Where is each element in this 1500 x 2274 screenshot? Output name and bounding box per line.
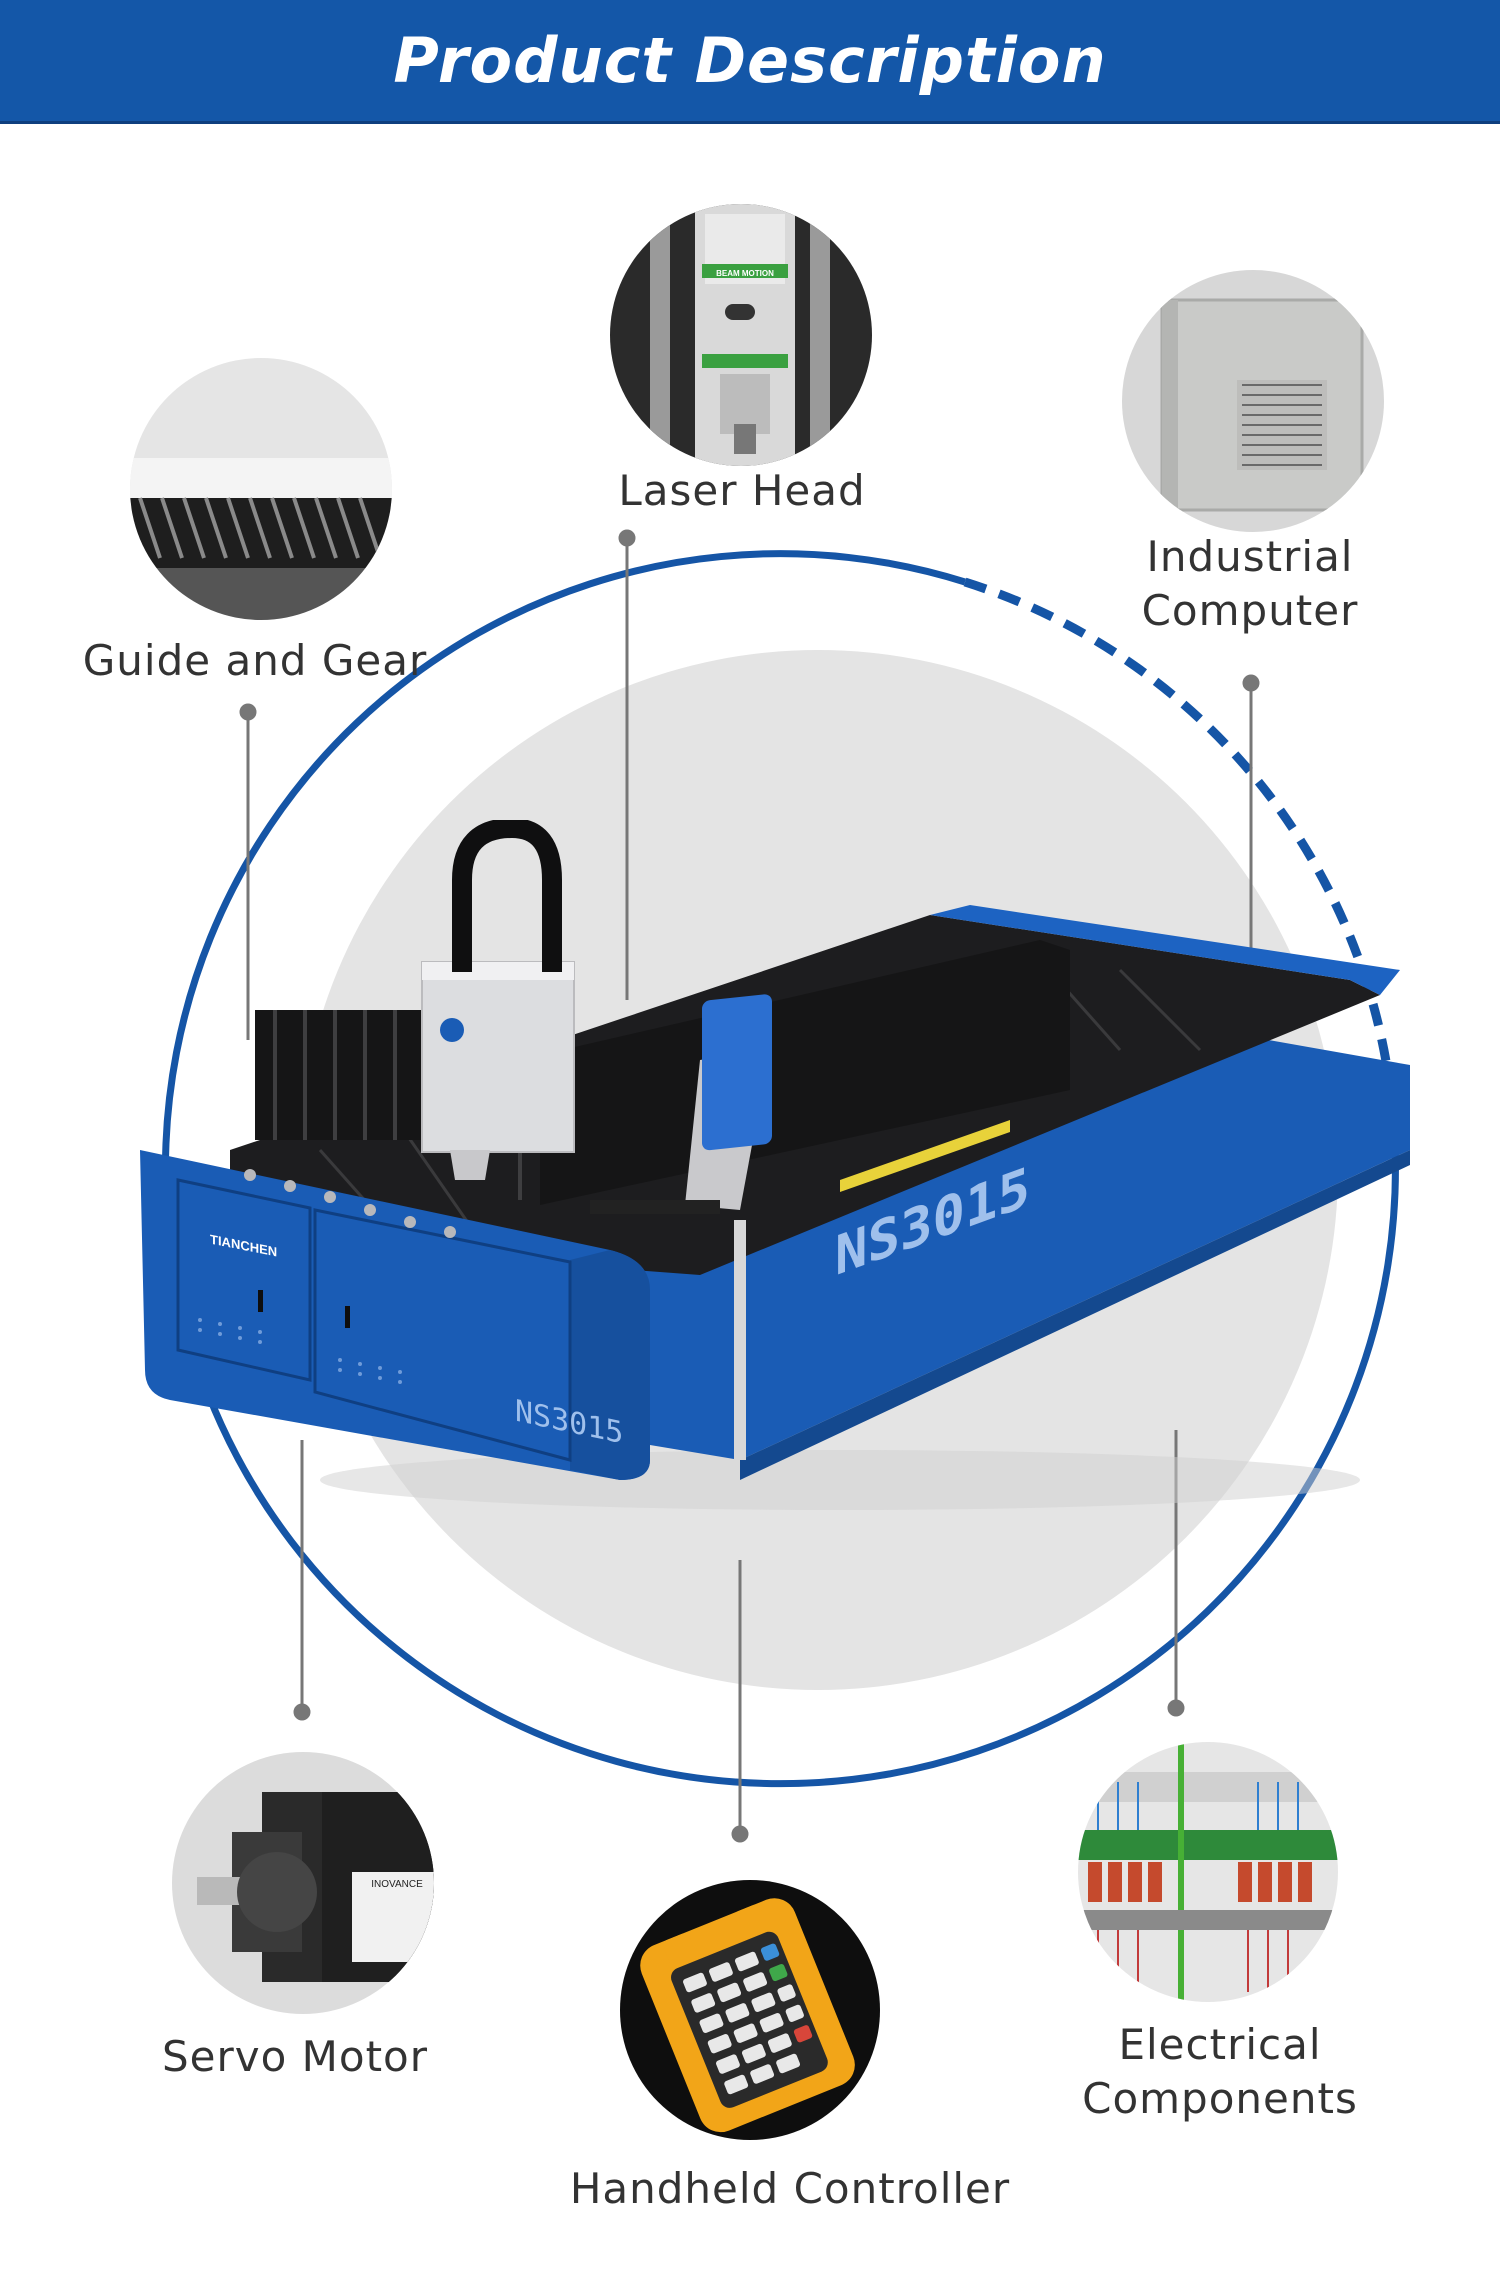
label-industrial-computer: Industrial Computer bbox=[1110, 530, 1390, 638]
label-industrial-computer-line-2: Computer bbox=[1141, 585, 1359, 635]
remote-controller-photo bbox=[620, 1880, 880, 2140]
label-servo-motor: Servo Motor bbox=[161, 2032, 429, 2081]
machine-illustration bbox=[140, 817, 1410, 1510]
label-handheld-controller: Handheld Controller bbox=[569, 2164, 1011, 2213]
laser-head-photo-text: BEAM MOTION bbox=[716, 269, 774, 278]
blue-ring-arc bbox=[161, 550, 1399, 1788]
blue-ring-dashed-arc bbox=[963, 577, 1400, 1146]
leader-dot-laser-head bbox=[618, 529, 636, 547]
label-guide-gear: Guide and Gear bbox=[82, 636, 428, 685]
electrical-panel-photo bbox=[1078, 1742, 1338, 2002]
servo-motor-photo-text: INOVANCE bbox=[371, 1879, 423, 1890]
leader-dot-electrical-components bbox=[1167, 1699, 1185, 1717]
laser-cutting-machine: TIANCHEN NS3015 NS3015 bbox=[140, 817, 1420, 1524]
label-electrical-components-line-1: Electrical bbox=[1118, 2020, 1322, 2069]
leader-dot-industrial-computer bbox=[1242, 674, 1260, 692]
header-banner: Product Description bbox=[0, 0, 1500, 124]
leader-dot-guide-gear bbox=[239, 703, 257, 721]
industrial-computer-photo bbox=[1122, 270, 1384, 532]
guide-rack-photo bbox=[130, 358, 392, 620]
label-electrical-components-line-2: Components bbox=[1082, 2073, 1358, 2123]
leader-dot-handheld-controller bbox=[731, 1825, 749, 1843]
label-electrical-components: Electrical Components bbox=[1060, 2018, 1380, 2126]
leader-dot-servo-motor bbox=[293, 1703, 311, 1721]
label-industrial-computer-line-1: Industrial bbox=[1146, 532, 1354, 581]
label-laser-head: Laser Head bbox=[618, 466, 866, 515]
page-title: Product Description bbox=[393, 24, 1107, 97]
laser-head-photo: BEAM MOTION bbox=[610, 204, 872, 466]
servo-motor-photo: INOVANCE bbox=[172, 1752, 434, 2014]
